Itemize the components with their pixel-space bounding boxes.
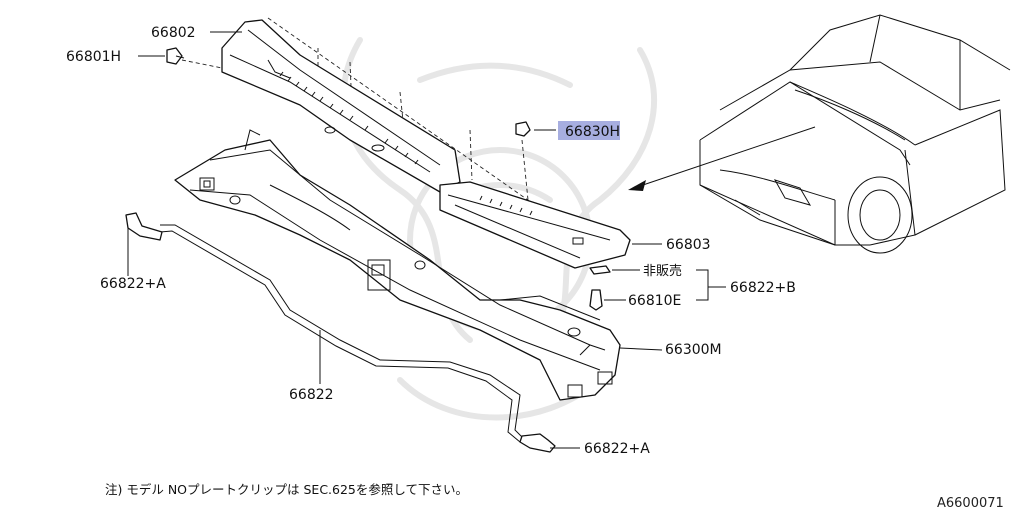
highlight-box [558, 121, 620, 140]
leader-lines [127, 31, 726, 449]
clip-66801H [166, 47, 185, 65]
label-66810E: 66810E [628, 293, 681, 309]
label-66822: 66822 [289, 387, 334, 403]
reference-code: A6600071 [937, 496, 1004, 510]
label-66801H: 66801H [66, 49, 121, 65]
label-66803: 66803 [666, 237, 711, 253]
label-66830H[interactable]: 66830H [565, 124, 620, 140]
clip-66810E [589, 289, 603, 311]
label-66822B: 66822+B [730, 280, 796, 296]
car-illustration [699, 14, 1011, 254]
cowl-top-extension [439, 181, 631, 269]
clip-66822A-bottom [519, 433, 556, 453]
label-not-for-sale: 非販売 [643, 263, 682, 279]
label-66822A-left: 66822+A [100, 276, 166, 292]
cowl-panel [174, 129, 621, 401]
hood-seal [159, 224, 526, 443]
clip-66830H [515, 121, 531, 137]
direction-arrow [628, 126, 816, 191]
label-66822A-bottom: 66822+A [584, 441, 650, 457]
label-66802: 66802 [151, 25, 196, 41]
label-66300M: 66300M [665, 342, 722, 358]
clip-not-for-sale [589, 265, 611, 275]
clip-66822A-left [125, 212, 163, 241]
footnote: 注) モデル NOプレートクリップは SEC.625を参照して下さい。 [105, 482, 468, 497]
